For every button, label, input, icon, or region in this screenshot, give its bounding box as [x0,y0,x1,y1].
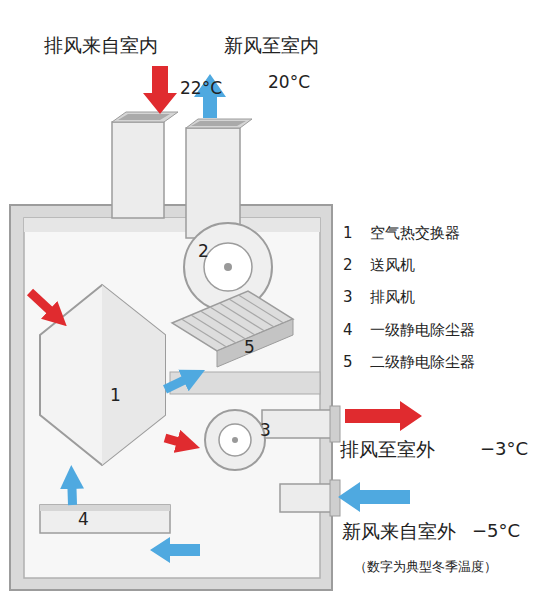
callout-number: 5 [244,339,255,356]
annotation-label: 二级静电除尘器 [370,355,475,370]
exhaust-outlet-duct [262,410,332,438]
component-shape [40,505,170,533]
annotation-label: 送风机 [370,258,415,273]
cabinet-shell [10,205,332,590]
duct-opening [191,121,246,126]
exhaust-fan: 3 [200,400,280,480]
annotation-label: −3°C [480,440,528,458]
airflow-arrow [165,375,194,389]
heat-exchanger: 1 [40,285,165,465]
duct-top [112,112,178,122]
annotation-label: −5°C [472,522,520,540]
annotation-label: 排风至室外 [340,440,435,459]
duct-end [330,480,340,516]
duct-top [186,119,252,128]
component-shape [170,285,295,370]
annotation-label: 新风至室内 [224,36,319,55]
fresh-inlet-duct [280,484,332,512]
annotation-label: 2 [343,258,353,273]
duct-opening [118,114,170,120]
callout-number: 1 [110,387,121,404]
exhaust-in-arrow [143,66,177,114]
exhaust-out-arrow [345,401,422,431]
airflow-arrow [150,537,200,563]
fresh-in-arrow [338,482,410,512]
airflow-arrow [165,438,188,445]
airflow-arrow [67,477,77,505]
supply-outlet-duct [186,128,240,238]
cabinet-interior [24,218,320,578]
callout-number: 3 [260,422,271,439]
callout-number: 2 [198,243,209,260]
annotation-label: 4 [343,323,353,338]
component-shape [40,285,165,465]
duct-end [330,406,340,442]
annotation-label: 5 [343,355,353,370]
annotation-label: 1 [343,226,353,241]
annotation-label: 排风机 [370,290,415,305]
annotation-label: 22°C [180,80,222,97]
secondary-precipitator: 5 [170,285,295,370]
annotation-label: 3 [343,290,353,305]
primary-precipitator: 4 [40,505,170,533]
annotation-label: 排风来自室内 [44,36,158,55]
airflow-arrow [30,292,58,318]
exhaust-inlet-duct [112,122,164,218]
callout-number: 4 [78,511,89,528]
component-shape [200,400,280,480]
annotation-label: 新风来自室外 [342,522,456,541]
caption-note: （数字为典型冬季温度） [354,560,497,573]
annotation-label: 空气热交换器 [370,226,460,241]
annotation-label: 一级静电除尘器 [370,323,475,338]
annotation-label: 20°C [268,74,310,91]
cabinet-ceiling [24,218,320,232]
